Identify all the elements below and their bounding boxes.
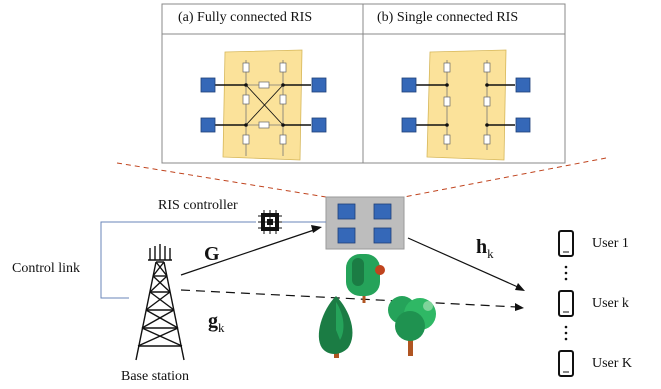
channel-h-label: hk [476,236,494,261]
phone-icon [558,350,574,377]
tree-icon [388,296,436,356]
zoom-line-left [116,162,327,198]
ris-controller-label: RIS controller [158,198,238,213]
ris-element [515,117,531,133]
control-link-line [100,221,256,299]
phone-icon [558,230,574,257]
ris-element [200,117,216,133]
channel-G-label: G [204,243,220,265]
ellipsis-icon [564,265,568,341]
channel-g-label: gk [208,310,225,335]
ris-element [401,77,417,93]
ris-panel [325,196,405,250]
ris-element [401,117,417,133]
ris-element [311,77,327,93]
user-label: User k [592,296,629,311]
tree-icon [346,254,385,303]
single-connected-ris-figure [401,49,531,161]
phone-icon [558,290,574,317]
base-station-tower-icon [135,244,185,361]
panel-a-title: (a) Fully connected RIS [178,10,313,25]
chip-icon [258,210,282,234]
ris-element [311,117,327,133]
ris-element [200,77,216,93]
tree-icon [318,296,353,358]
zoom-line-right [403,157,607,198]
control-link-label: Control link [12,261,81,276]
user-label: User 1 [592,236,629,251]
panel-b-title: (b) Single connected RIS [377,10,519,25]
user-label: User K [592,356,633,371]
ris-element [515,77,531,93]
fully-connected-ris-figure [200,49,327,161]
base-station-label: Base station [121,369,190,384]
